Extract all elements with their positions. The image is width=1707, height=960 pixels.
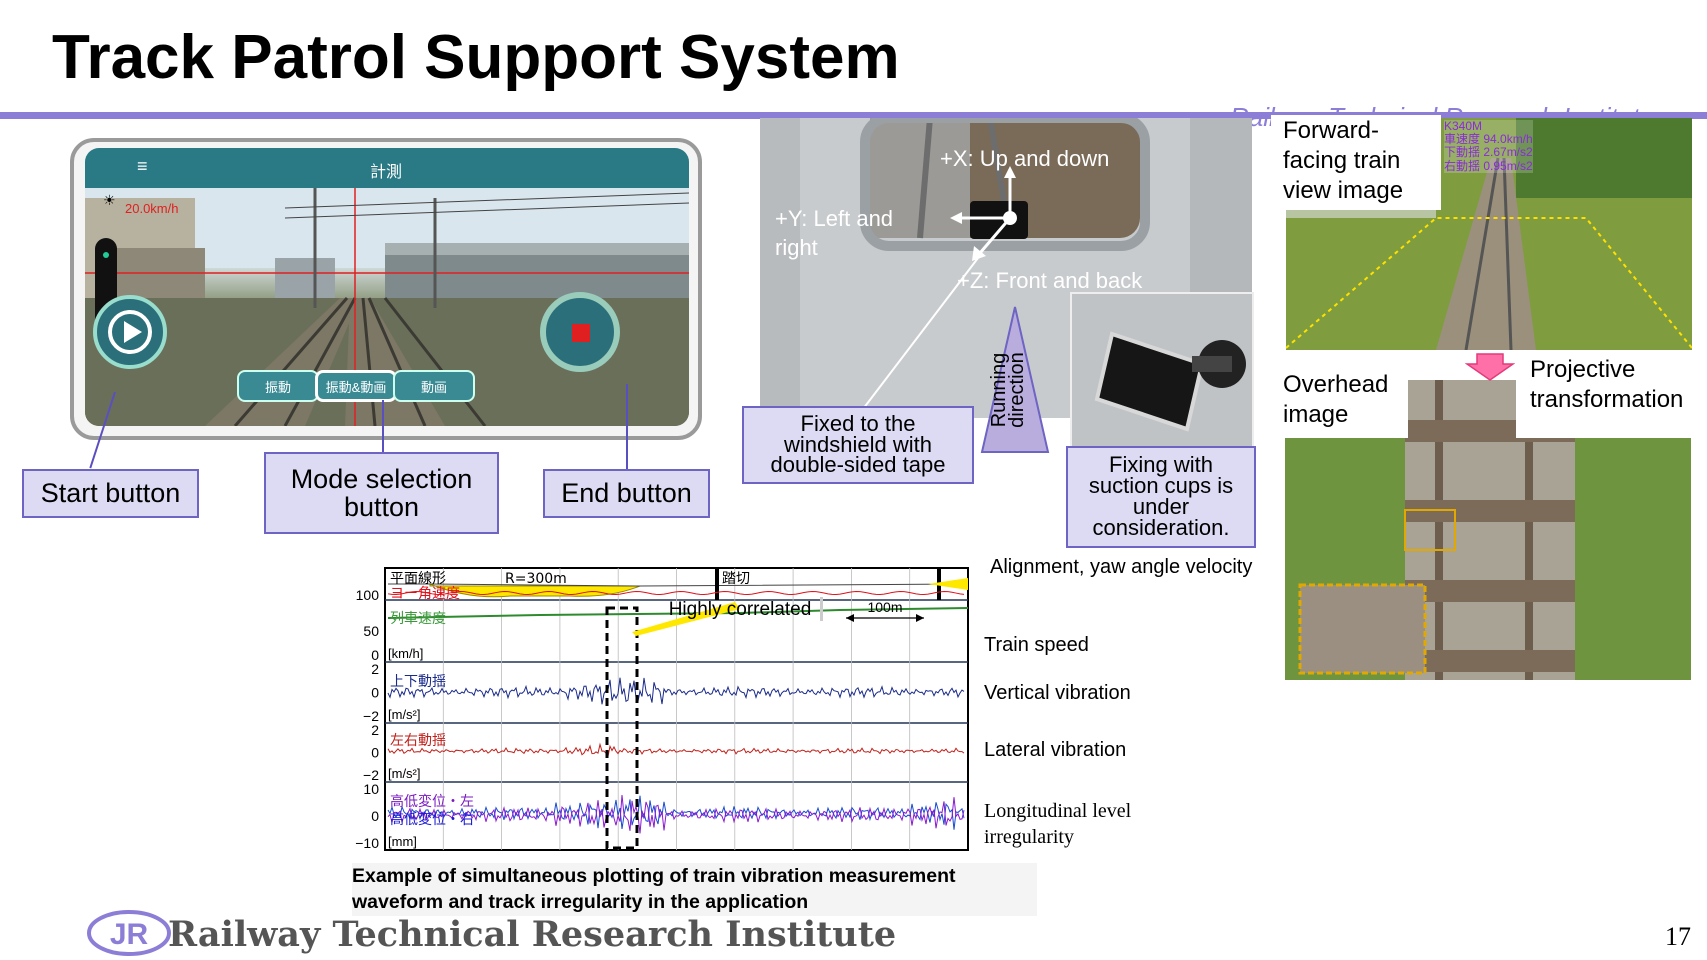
forward-label-bg — [1271, 115, 1441, 210]
forward-view-label: Forward-facing train view image — [1283, 117, 1404, 204]
series-longitudinal-left — [387, 794, 965, 834]
panel-title-3-0: 左右動揺 — [390, 733, 446, 749]
crossing-marker — [715, 568, 719, 600]
title-rule — [0, 112, 1707, 119]
end-callout: End button — [543, 469, 710, 518]
stop-icon — [572, 324, 590, 342]
running-direction-arrow — [980, 306, 1050, 453]
page-number: 17 — [1665, 922, 1691, 951]
svg-text:JR: JR — [110, 918, 149, 951]
running-direction-label: Running direction — [988, 352, 1028, 428]
sun-icon: ☀ — [103, 192, 116, 208]
mode-vibration-video[interactable]: 振動&動画 — [315, 370, 397, 402]
scale-bar-arrow-left — [846, 614, 854, 622]
fixed-tape-callout: Fixed to the windshield with double-side… — [742, 406, 974, 484]
mode-pointer — [382, 400, 384, 454]
y-axis-label: +Y: Left and right — [775, 206, 894, 260]
panel-unit-3: [m/s²] — [388, 766, 421, 781]
series-lateral-vibration — [387, 742, 965, 758]
start-button[interactable] — [93, 295, 167, 369]
y-tick-3-0: 2 — [371, 722, 379, 738]
mode-vibration[interactable]: 振動 — [237, 370, 319, 402]
annotation-pointer — [632, 602, 740, 636]
series-vertical-vibration — [387, 677, 965, 705]
top-label-2: 踏切 — [722, 571, 750, 587]
annotation-divider — [820, 597, 823, 621]
x-axis-label: +X: Up and down — [940, 146, 1110, 171]
alignment-curve — [429, 583, 641, 598]
y-tick-4-0: 10 — [363, 781, 379, 797]
scale-bar-label: 100m — [867, 599, 902, 615]
forward-overlay-text: K340M 車速度 94.0km/h 下動揺 2.67m/s2 右動揺 0.95… — [1444, 119, 1533, 173]
panel-title-4-0: 高低変位・左 — [390, 793, 474, 810]
alignment-baseline — [388, 583, 961, 587]
panel-title-1-0: 列車速度 — [390, 610, 446, 627]
mode-video[interactable]: 動画 — [393, 370, 475, 402]
end-button[interactable] — [540, 292, 620, 372]
start-callout: Start button — [22, 469, 199, 518]
y-tick-2-1: 0 — [371, 685, 379, 701]
panel-title-4-1: 高低変位・右 — [390, 811, 474, 828]
page-title: Track Patrol Support System — [52, 23, 900, 92]
overhead-label: Overhead image — [1283, 371, 1389, 428]
y-tick-4-2: −10 — [355, 835, 379, 851]
y-tick-3-1: 0 — [371, 745, 379, 761]
mode-callout: Mode selection button — [264, 452, 499, 534]
app-bar: ≡ 計測 — [85, 148, 689, 188]
panel-title-0-0: ヨー角速度 — [390, 586, 460, 602]
end-pointer — [626, 384, 628, 470]
y-tick-1-0: 100 — [356, 587, 380, 603]
panel-label-speed: Train speed — [984, 634, 1089, 656]
speed-readout: 20.0km/h — [125, 201, 179, 216]
down-arrow-icon — [1465, 353, 1515, 381]
chart-caption: Example of simultaneous plotting of trai… — [352, 863, 1037, 916]
transform-label: Projective transformation — [1530, 356, 1684, 413]
y-tick-1-1: 50 — [363, 623, 379, 639]
y-tick-4-1: 0 — [371, 808, 379, 824]
annotation-text: Highly correlated — [669, 599, 812, 620]
y-tick-2-0: 2 — [371, 661, 379, 677]
overhead-label-bg — [1270, 368, 1408, 438]
series-train-speed — [387, 607, 969, 619]
panel-unit-4: [mm] — [388, 834, 417, 849]
panel-label-vertical: Vertical vibration — [984, 682, 1131, 704]
vibration-chart: Highly correlated 100m 平面線形 R=300m 踏切ヨー角速度列車… — [355, 567, 969, 851]
scale-bar-arrow-right — [916, 614, 924, 622]
forward-view-photo — [1286, 118, 1692, 350]
panel-label-longitudinal: Longitudinal level irregularity — [984, 800, 1132, 848]
panel-unit-2: [m/s²] — [388, 707, 421, 722]
transform-label-bg — [1516, 352, 1702, 438]
z-axis-label: +Z: Front and back — [957, 268, 1143, 293]
phone-screen: ≡ 計測 ☀ 20.0km/h 振動 振動&動画 動画 — [85, 148, 689, 426]
panel-label-lateral: Lateral vibration — [984, 739, 1127, 761]
top-label-0: 平面線形 — [390, 571, 446, 587]
footer-org-name: Railway Technical Research Institute — [168, 914, 897, 955]
play-icon — [108, 310, 152, 354]
alignment-curve-end — [928, 578, 968, 590]
top-label-1: R=300m — [505, 571, 567, 587]
panel-title-2-0: 上下動揺 — [390, 674, 446, 690]
y-tick-3-2: −2 — [363, 767, 379, 783]
series-yaw-rate — [387, 591, 965, 595]
panel-unit-1: [km/h] — [388, 646, 423, 661]
y-tick-1-2: 0 — [371, 647, 379, 663]
correlation-box — [605, 606, 639, 850]
jr-logo: JR — [87, 910, 171, 956]
y-tick-2-2: −2 — [363, 708, 379, 724]
axis-arrows — [859, 166, 1017, 414]
hamburger-menu-icon[interactable]: ≡ — [137, 156, 148, 176]
suction-cup-callout: Fixing with suction cups is under consid… — [1066, 446, 1256, 548]
suction-cup-photo — [1070, 292, 1254, 456]
app-bar-title: 計測 — [370, 164, 403, 181]
panel-label-alignment: Alignment, yaw angle velocity — [990, 556, 1253, 578]
